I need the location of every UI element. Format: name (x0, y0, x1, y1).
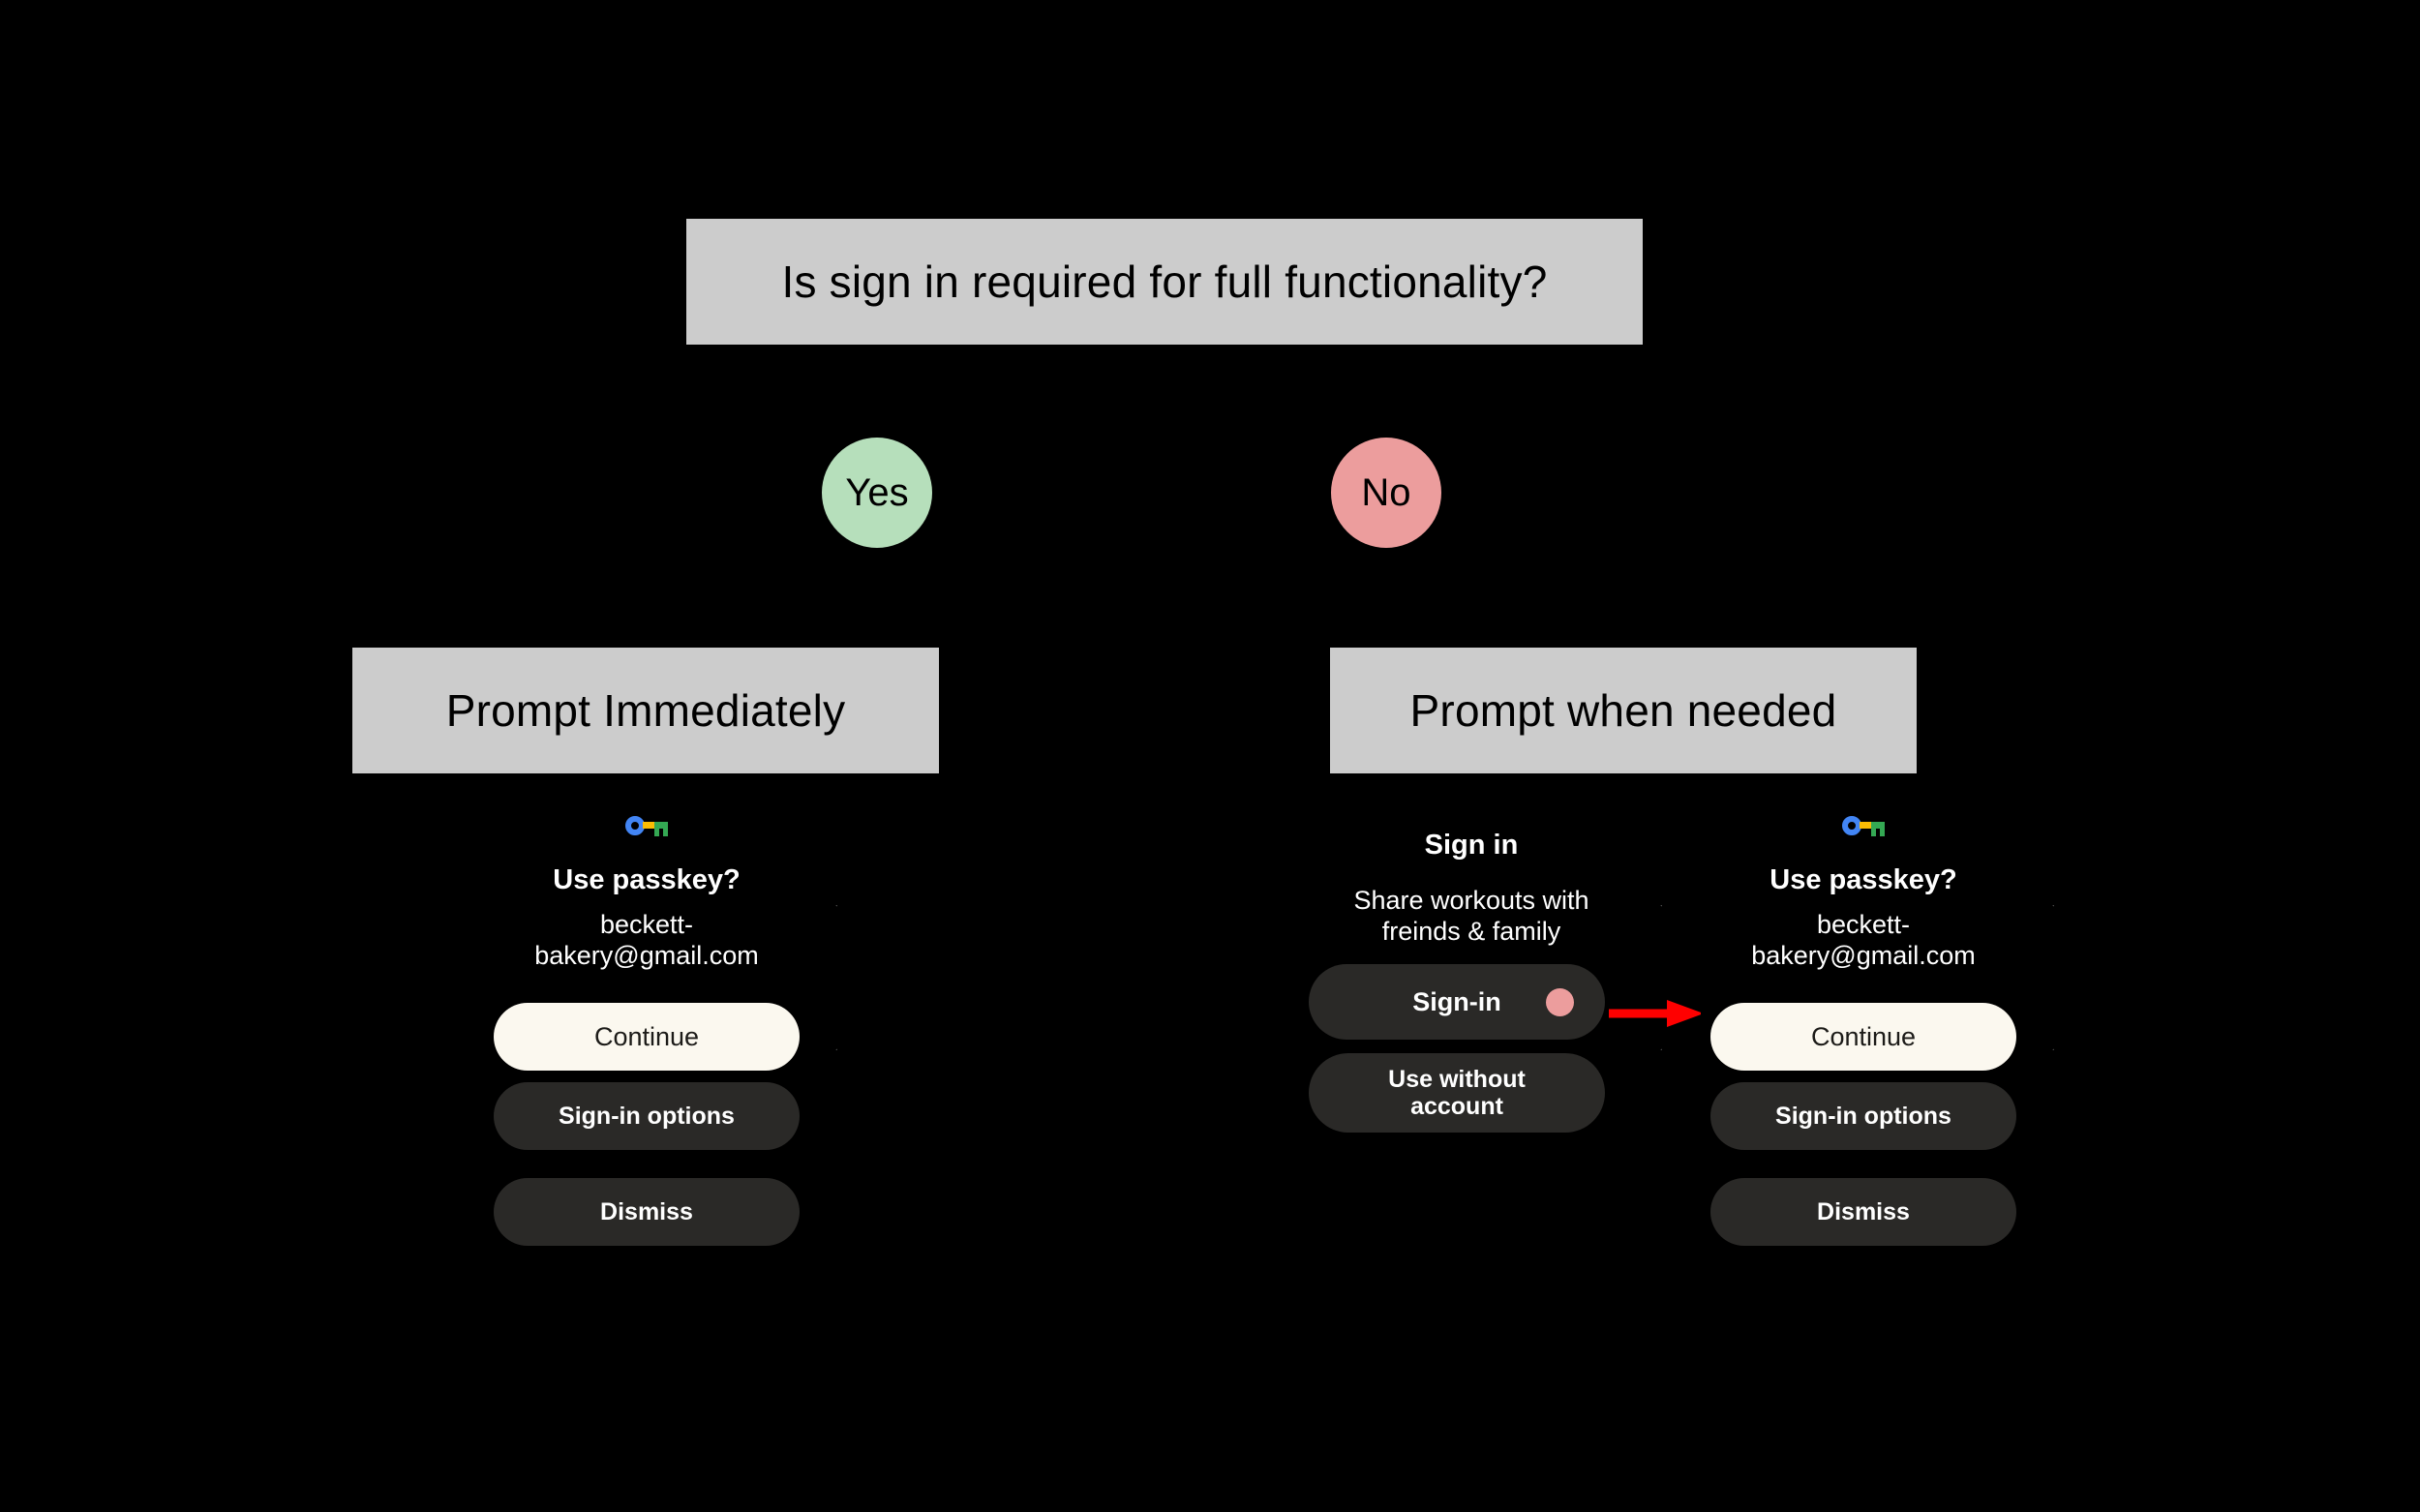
passkey-account-line2-right: bakery@gmail.com (1751, 940, 1976, 970)
connector-prompt-when-needed-to-screen (1623, 773, 1626, 812)
passkey-bit-left-icon (654, 828, 659, 836)
passkey-account-line1-left: beckett- (599, 910, 694, 939)
passkey-account-line1-right: beckett- (1816, 910, 1911, 939)
passkey-ring-icon (1842, 816, 1861, 835)
passkey-title-right: Use passkey? (1770, 864, 1957, 895)
signin-subtitle-line2: freinds & family (1381, 916, 1561, 946)
passkey-bit-left-icon (1871, 828, 1876, 836)
connector-question-to-yes (1164, 345, 1166, 366)
use-without-account-label-line2: account (1410, 1093, 1503, 1120)
signin-options-button-left[interactable]: Sign-in options (494, 1082, 800, 1150)
signin-button[interactable]: Sign-in (1309, 964, 1605, 1040)
decision-box-question: Is sign in required for full functionali… (686, 219, 1643, 345)
use-without-account-label-line1: Use without (1388, 1066, 1526, 1093)
passkey-account-line2-left: bakery@gmail.com (534, 940, 759, 970)
outcome-box-prompt-immediately: Prompt Immediately (352, 648, 939, 773)
dismiss-button-right[interactable]: Dismiss (1710, 1178, 2016, 1246)
passkey-bit-top-icon (1871, 822, 1885, 829)
connector-no-down (1383, 364, 1386, 439)
connector-question-to-no-horizontal (1164, 364, 1385, 367)
signin-indicator-dot (1546, 988, 1574, 1016)
passkey-shaft-icon (1860, 822, 1873, 829)
google-passkey-icon (625, 814, 668, 837)
continue-button-left[interactable]: Continue (494, 1003, 800, 1071)
connector-yes-to-prompt-immediately (877, 548, 880, 648)
google-passkey-icon (1842, 814, 1885, 837)
signin-button-label: Sign-in (1412, 986, 1501, 1016)
branch-label-no: No (1331, 438, 1441, 548)
watch-screen-signin: Sign in Share workouts with freinds & fa… (1309, 808, 1662, 1312)
passkey-bit-right-icon (1880, 828, 1885, 836)
dismiss-button-left[interactable]: Dismiss (494, 1178, 800, 1246)
passkey-bit-right-icon (663, 828, 668, 836)
outcome-box-prompt-when-needed: Prompt when needed (1330, 648, 1917, 773)
signin-subtitle-line1: Share workouts with (1353, 886, 1589, 915)
red-pointer-arrow (1609, 1000, 1704, 1027)
branch-label-yes: Yes (822, 438, 932, 548)
passkey-bit-top-icon (654, 822, 668, 829)
passkey-title-left: Use passkey? (553, 864, 741, 895)
connector-question-to-yes-horizontal (877, 364, 1166, 367)
signin-title: Sign in (1424, 830, 1519, 861)
watch-screen-passkey-right: Use passkey? beckett- bakery@gmail.com C… (1701, 808, 2054, 1312)
connector-no-to-prompt-when-needed (1383, 548, 1386, 648)
signin-options-button-right[interactable]: Sign-in options (1710, 1082, 2016, 1150)
passkey-ring-icon (625, 816, 645, 835)
continue-button-right[interactable]: Continue (1710, 1003, 2016, 1071)
use-without-account-button[interactable]: Use without account (1309, 1053, 1605, 1133)
watch-screen-passkey-left: Use passkey? beckett- bakery@gmail.com C… (484, 808, 837, 1312)
connector-yes-down (877, 364, 880, 439)
passkey-shaft-icon (643, 822, 656, 829)
connector-prompt-immediately-to-screen (645, 773, 648, 812)
